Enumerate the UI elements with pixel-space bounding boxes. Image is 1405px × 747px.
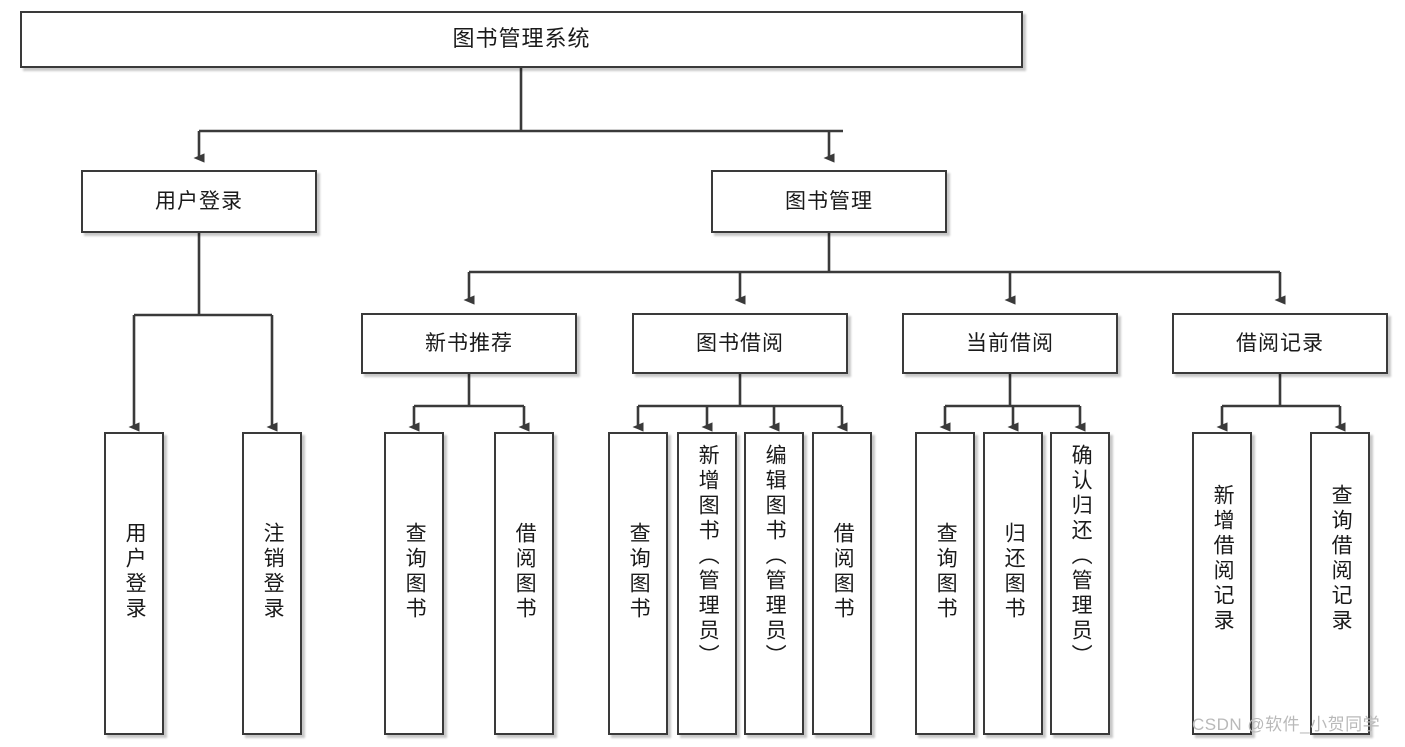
node-label: 查询借阅记录 (1329, 484, 1353, 634)
node-label: 图书借阅 (696, 331, 784, 355)
node-label: 图书管理 (785, 189, 873, 213)
node-leaf-query-record[interactable]: 查询借阅记录 (1310, 432, 1370, 735)
node-label: 用户登录 (155, 189, 243, 213)
node-label: 查询图书 (403, 522, 427, 622)
node-user-login[interactable]: 用户登录 (81, 170, 317, 233)
csdn-watermark: CSDN @软件_小贺同学 (1192, 715, 1381, 734)
node-leaf-borrow-book-1[interactable]: 借阅图书 (494, 432, 554, 735)
node-label: 确认归还（管理员） (1069, 444, 1093, 669)
node-leaf-return-book[interactable]: 归还图书 (983, 432, 1043, 735)
node-label: 新书推荐 (425, 331, 513, 355)
node-label: 注销登录 (261, 522, 285, 622)
node-label: 新增图书（管理员） (696, 444, 720, 669)
node-label: 借阅图书 (513, 522, 537, 622)
node-leaf-query-book-1[interactable]: 查询图书 (384, 432, 444, 735)
node-book-manage[interactable]: 图书管理 (711, 170, 947, 233)
node-leaf-borrow-book-2[interactable]: 借阅图书 (812, 432, 872, 735)
node-new-book-recommend[interactable]: 新书推荐 (361, 313, 577, 374)
node-leaf-edit-book[interactable]: 编辑图书（管理员） (744, 432, 804, 735)
node-label: 借阅图书 (831, 522, 855, 622)
node-leaf-add-book[interactable]: 新增图书（管理员） (677, 432, 737, 735)
node-borrow-record[interactable]: 借阅记录 (1172, 313, 1388, 374)
node-label: 当前借阅 (966, 331, 1054, 355)
node-leaf-query-book-2[interactable]: 查询图书 (608, 432, 668, 735)
node-current-borrow[interactable]: 当前借阅 (902, 313, 1118, 374)
node-label: 新增借阅记录 (1211, 484, 1235, 634)
node-leaf-logout-login[interactable]: 注销登录 (242, 432, 302, 735)
node-label: 编辑图书（管理员） (763, 444, 787, 669)
node-label: 查询图书 (627, 522, 651, 622)
node-label: 借阅记录 (1236, 331, 1324, 355)
node-leaf-confirm-return[interactable]: 确认归还（管理员） (1050, 432, 1110, 735)
node-label: 图书管理系统 (452, 26, 591, 52)
node-book-borrow[interactable]: 图书借阅 (632, 313, 848, 374)
node-label: 用户登录 (123, 522, 147, 622)
node-leaf-user-login[interactable]: 用户登录 (104, 432, 164, 735)
node-label: 归还图书 (1002, 522, 1026, 622)
node-leaf-query-book-3[interactable]: 查询图书 (915, 432, 975, 735)
node-leaf-add-record[interactable]: 新增借阅记录 (1192, 432, 1252, 735)
node-label: 查询图书 (934, 522, 958, 622)
node-root-图书管理系统[interactable]: 图书管理系统 (20, 11, 1023, 68)
